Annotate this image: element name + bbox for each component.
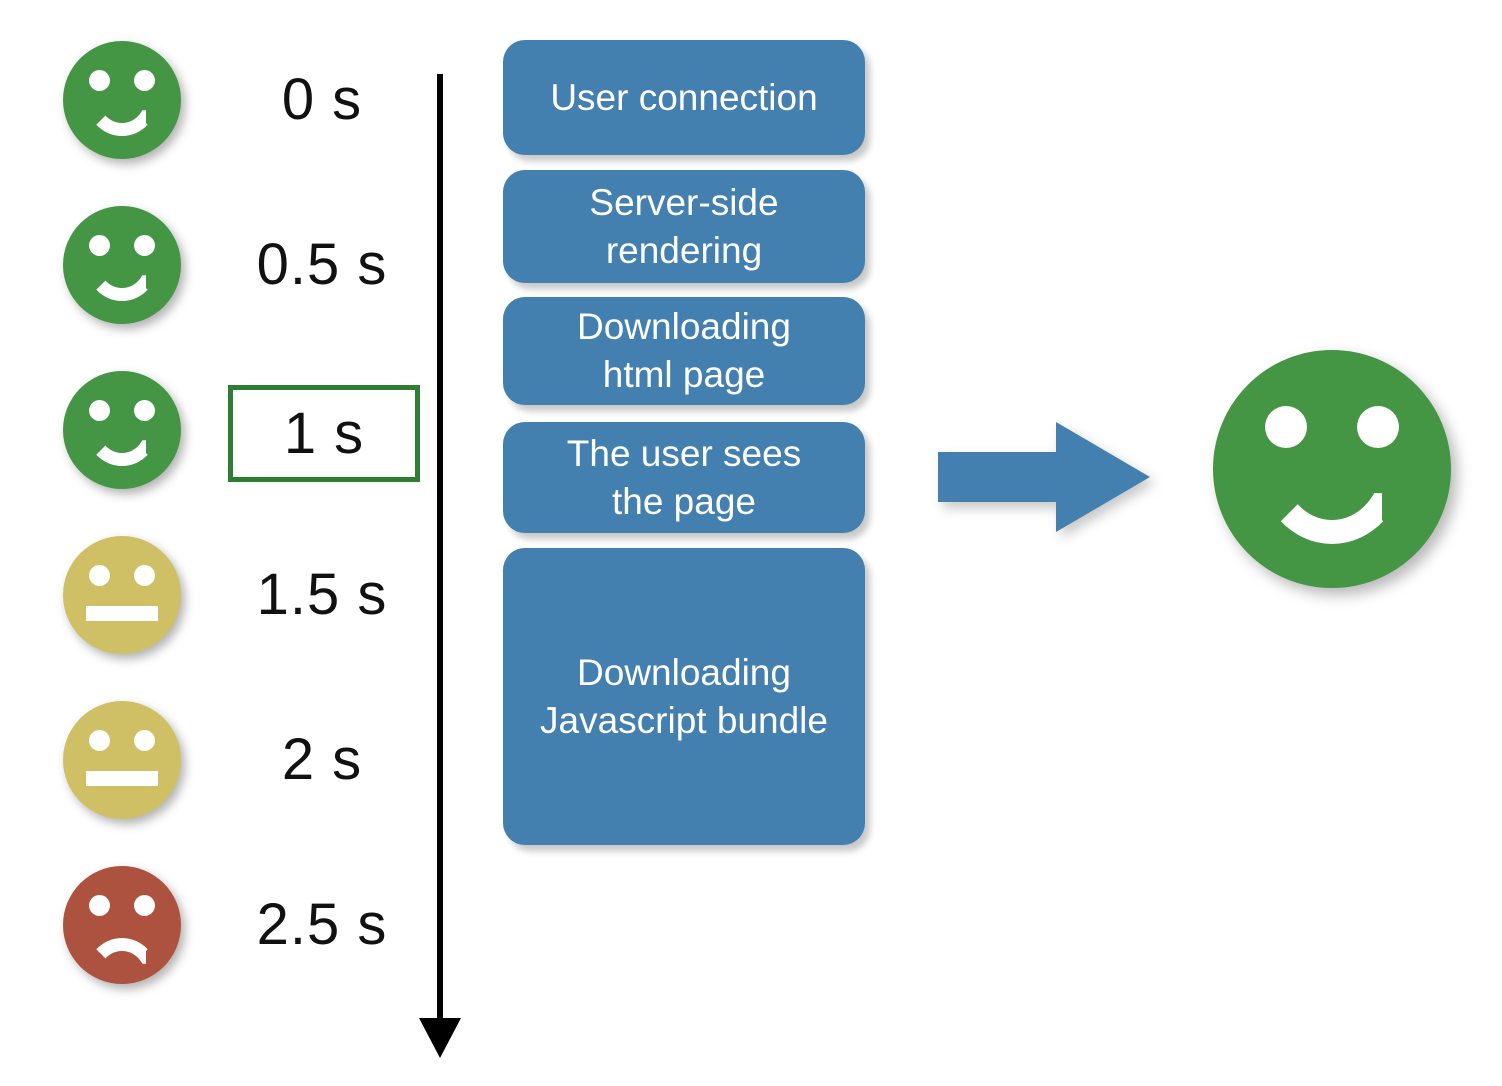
- step-label: User connection: [550, 76, 818, 118]
- mouth-smile-icon: [85, 426, 159, 466]
- result-happy-face-icon: [1213, 350, 1451, 588]
- step-box-user-connection[interactable]: User connection: [503, 40, 865, 155]
- eye-left-icon: [89, 235, 110, 256]
- time-label: 2 s: [281, 727, 363, 792]
- eye-right-icon: [134, 565, 155, 586]
- mood-face-5: [63, 866, 181, 984]
- time-label: 1 s: [283, 401, 365, 466]
- mouth-smile-icon: [85, 96, 159, 136]
- timeline-down-arrow-icon: [419, 1018, 461, 1058]
- time-label: 0.5 s: [256, 232, 388, 297]
- time-label: 2.5 s: [256, 892, 388, 957]
- right-arrow-icon: [938, 422, 1150, 532]
- time-slot-1: 0.5 s: [222, 231, 422, 301]
- mouth-frown-icon: [85, 938, 159, 978]
- eye-left-icon: [89, 895, 110, 916]
- eye-right-icon: [134, 400, 155, 421]
- step-box-downloading-javascript-bundle[interactable]: Downloading Javascript bundle: [503, 548, 865, 845]
- step-label: The user sees the page: [566, 432, 802, 522]
- step-box-user-sees-page[interactable]: The user sees the page: [503, 422, 865, 533]
- mood-face-1: [63, 206, 181, 324]
- mood-face-0: [63, 41, 181, 159]
- step-box-downloading-html-page[interactable]: Downloading html page: [503, 297, 865, 405]
- step-label: Downloading Javascript bundle: [540, 651, 828, 741]
- step-label: Server-side rendering: [589, 181, 779, 271]
- mouth-smile-icon: [1258, 462, 1406, 544]
- step-label: Downloading html page: [577, 306, 791, 395]
- time-label: 0 s: [281, 67, 363, 132]
- eye-left-icon: [89, 565, 110, 586]
- mood-face-2: [63, 371, 181, 489]
- mouth-flat-icon: [86, 771, 158, 786]
- eye-left-icon: [89, 730, 110, 751]
- mouth-flat-icon: [86, 606, 158, 621]
- eye-left-icon: [1265, 406, 1307, 448]
- eye-right-icon: [134, 235, 155, 256]
- step-box-server-side-rendering[interactable]: Server-side rendering: [503, 170, 865, 283]
- time-slot-3: 1.5 s: [222, 561, 422, 631]
- eye-right-icon: [134, 895, 155, 916]
- eye-left-icon: [89, 400, 110, 421]
- mouth-smile-icon: [85, 261, 159, 301]
- eye-left-icon: [89, 70, 110, 91]
- eye-right-icon: [134, 730, 155, 751]
- eye-right-icon: [1357, 406, 1399, 448]
- eye-right-icon: [134, 70, 155, 91]
- time-slot-5: 2.5 s: [222, 891, 422, 961]
- time-slot-4: 2 s: [222, 726, 422, 796]
- timeline-axis: [437, 74, 443, 1029]
- time-label: 1.5 s: [256, 562, 388, 627]
- mood-face-3: [63, 536, 181, 654]
- mood-face-4: [63, 701, 181, 819]
- time-slot-0: 0 s: [222, 66, 422, 136]
- time-slot-2-highlighted: 1 s: [228, 385, 420, 482]
